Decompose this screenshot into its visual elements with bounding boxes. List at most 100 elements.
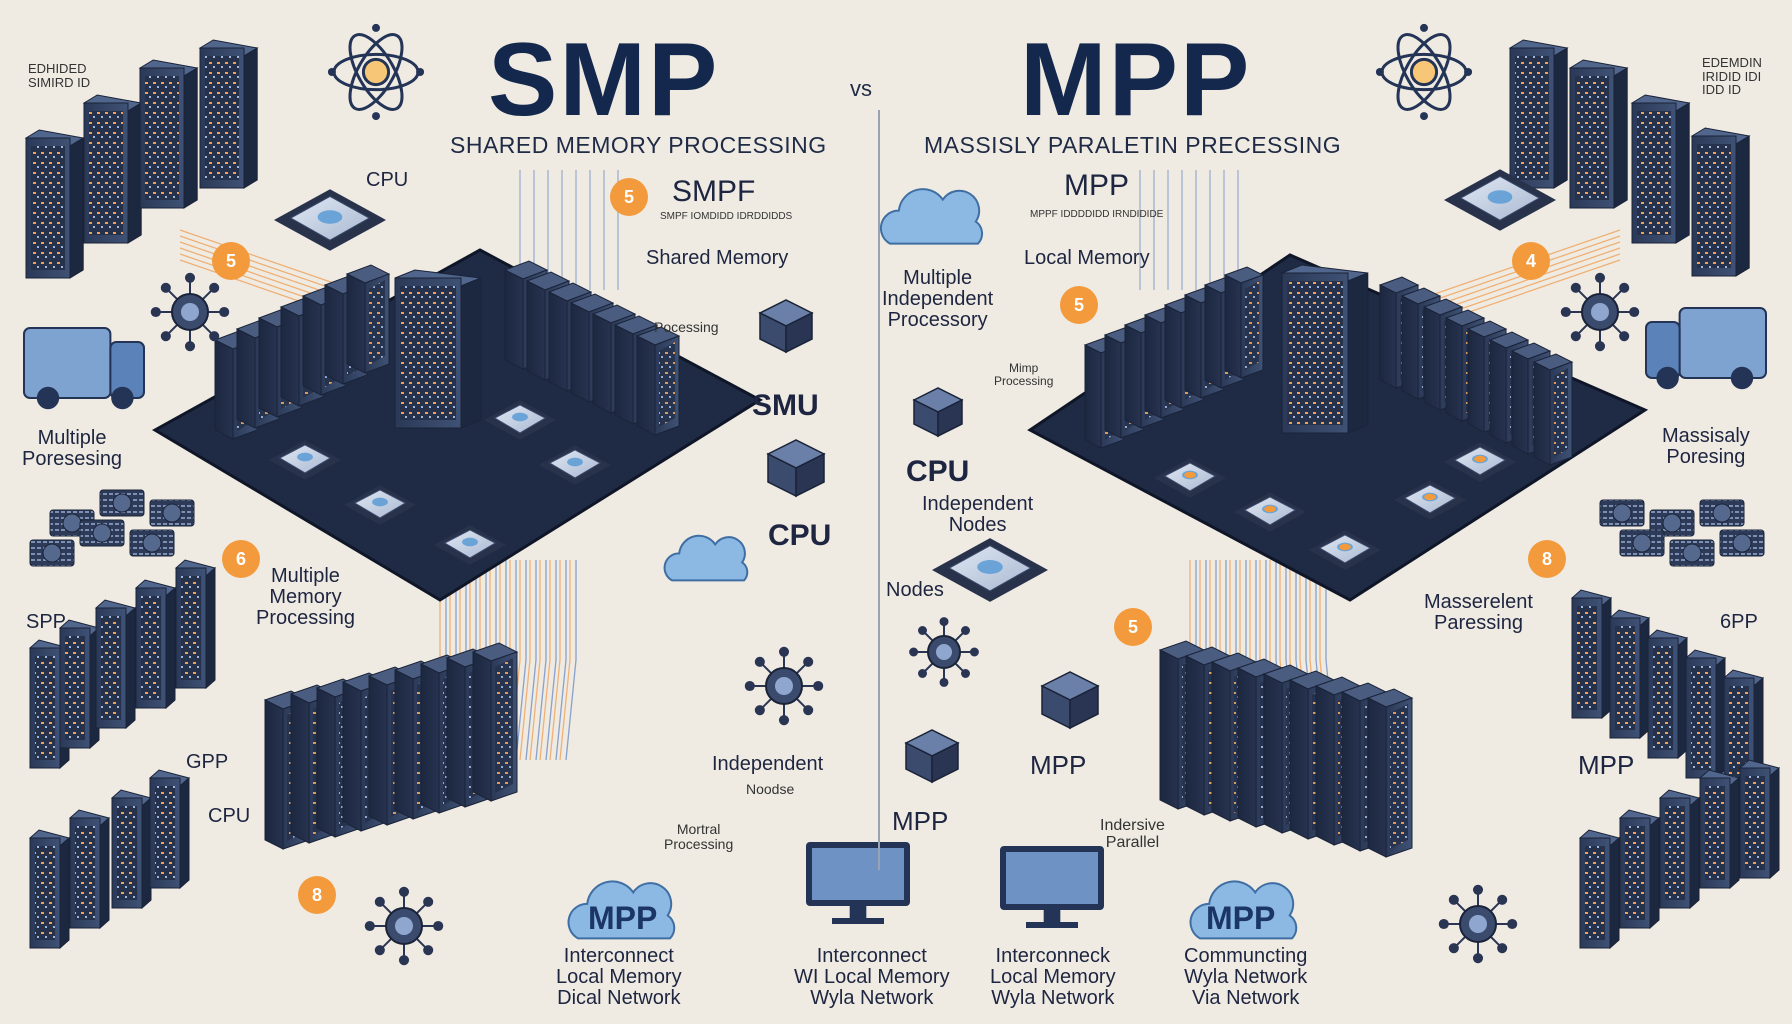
connection-line: [535, 560, 547, 761]
network-node-icon: [1438, 884, 1518, 964]
cpu-chip-icon: [1394, 480, 1466, 520]
label-interconnect-2: Interconnect WI Local Memory Wyla Networ…: [794, 945, 950, 1009]
cpu-chip-icon: [1234, 492, 1306, 532]
fan-module-icon: [1599, 499, 1645, 527]
center-divider: [878, 110, 880, 870]
label-mpp-top: MPP: [1064, 169, 1130, 202]
server-rack-icon: [1532, 353, 1574, 466]
cpu-chip-icon: [1444, 442, 1516, 482]
label-spp: SPP: [26, 611, 67, 633]
server-rack-icon: [1366, 688, 1414, 858]
label-nodes: Nodes: [886, 579, 944, 601]
label-interconnect-1: Interconnect Local Memory Dical Network: [556, 945, 682, 1009]
server-rack-icon: [1698, 769, 1741, 890]
fan-module-icon: [79, 519, 125, 547]
badge-8: 8: [298, 876, 336, 914]
fan-module-icon: [1619, 529, 1665, 557]
label-mimp: Mimp Processing: [994, 361, 1054, 388]
badge-2: 5: [610, 178, 648, 216]
server-rack-icon: [68, 809, 111, 930]
atom-icon: [327, 23, 425, 121]
connection-line: [559, 560, 571, 761]
label-masserelent: Masserelent Paressing: [1424, 591, 1533, 634]
server-rack-icon: [24, 129, 85, 279]
server-rack-icon: [1618, 809, 1661, 930]
server-rack-icon: [198, 39, 259, 189]
label-cpu-top: CPU: [366, 169, 409, 191]
badge-6: 5: [1114, 608, 1152, 646]
truck-icon: [1644, 307, 1767, 390]
label-independent-nodes: Independent Nodes: [922, 493, 1034, 536]
cube-icon: [912, 387, 964, 438]
label-mpp-cloud-right: MPP: [1206, 900, 1276, 936]
monitor-icon: [806, 842, 910, 924]
cpu-chip-icon: [1444, 169, 1556, 231]
cpu-chip-icon: [539, 445, 611, 485]
label-smpf: SMPF: [672, 175, 756, 208]
connection-line: [529, 560, 541, 761]
server-rack-icon: [94, 599, 137, 730]
corner-tag-left: EDHIDED SIMIRD ID: [28, 61, 91, 90]
cpu-chip-icon: [932, 538, 1048, 602]
badge-5: 8: [1528, 540, 1566, 578]
smp-subtitle: SHARED MEMORY PROCESSING: [450, 132, 827, 158]
label-smu: SMU: [752, 389, 819, 422]
server-racks: [24, 39, 1781, 950]
fan-module-icon: [129, 529, 175, 557]
label-multiple-porsesing: Multiple Poresesing: [22, 427, 123, 470]
server-rack-icon: [635, 326, 681, 436]
server-rack-icon: [1690, 127, 1751, 277]
label-mpp-left: MPP: [892, 806, 949, 836]
badge-4: 4: [1512, 242, 1550, 280]
cube-icon: [758, 299, 814, 354]
cpu-chip-icon: [344, 485, 416, 525]
network-node-icon: [364, 886, 444, 966]
monitor-icon: [1000, 846, 1104, 928]
label-mortral: Mortral Processing: [664, 821, 734, 852]
mpp-title: MPP: [1020, 22, 1252, 138]
label-mpp-low: MPP: [1578, 750, 1635, 780]
cpu-chip-icon: [484, 400, 556, 440]
cube-icon: [1040, 671, 1100, 730]
label-multiple-memory: Multiple Memory Processing: [256, 565, 355, 629]
server-rack-icon: [1608, 609, 1651, 740]
label-cpu-right: CPU: [768, 519, 832, 552]
server-rack-icon: [138, 59, 199, 209]
badge-7: 5: [1060, 286, 1098, 324]
server-rack-icon: [1568, 59, 1629, 209]
cpu-chip-icon: [434, 525, 506, 565]
server-rack-icon: [1570, 589, 1613, 720]
label-mpp-mid: MPP: [1030, 750, 1087, 780]
label-independent: Independent: [712, 753, 824, 775]
server-rack-icon: [82, 94, 143, 244]
network-node-icon: [150, 272, 230, 352]
connection-line: [545, 560, 557, 761]
label-smpf-sub: SMPF IOMDIDD IDRDDIDDS: [660, 211, 793, 222]
label-multiple-independent: Multiple Independent Processory: [882, 267, 994, 331]
connection-line: [555, 560, 567, 761]
label-mpp-sub: MPPF IDDDDIDD IRNDIDIDE: [1030, 209, 1164, 220]
cpu-chip-icon: [269, 440, 341, 480]
label-mpp-cloud-left: MPP: [588, 900, 658, 936]
network-node-icon: [909, 617, 979, 687]
icons: [23, 23, 1767, 966]
cube-icon: [904, 729, 960, 784]
label-pocessing: Pocessing: [654, 319, 719, 335]
server-rack-icon: [110, 789, 153, 910]
fan-module-icon: [149, 499, 195, 527]
label-6pp: 6PP: [1720, 611, 1758, 633]
cpu-chip-icon: [1309, 530, 1381, 570]
server-rack-icon: [1684, 649, 1727, 780]
label-massisaly: Massisaly Poresing: [1662, 425, 1750, 468]
smp-title: SMP: [488, 22, 720, 138]
connection-line: [565, 560, 577, 761]
connection-line: [549, 560, 561, 761]
cloud-icon: [1189, 880, 1298, 940]
fan-module-icon: [1719, 529, 1765, 557]
cube-icon: [766, 439, 826, 498]
server-rack-icon: [1223, 266, 1265, 379]
cpu-chip-icon: [1154, 458, 1226, 498]
badge-3: 6: [222, 540, 260, 578]
